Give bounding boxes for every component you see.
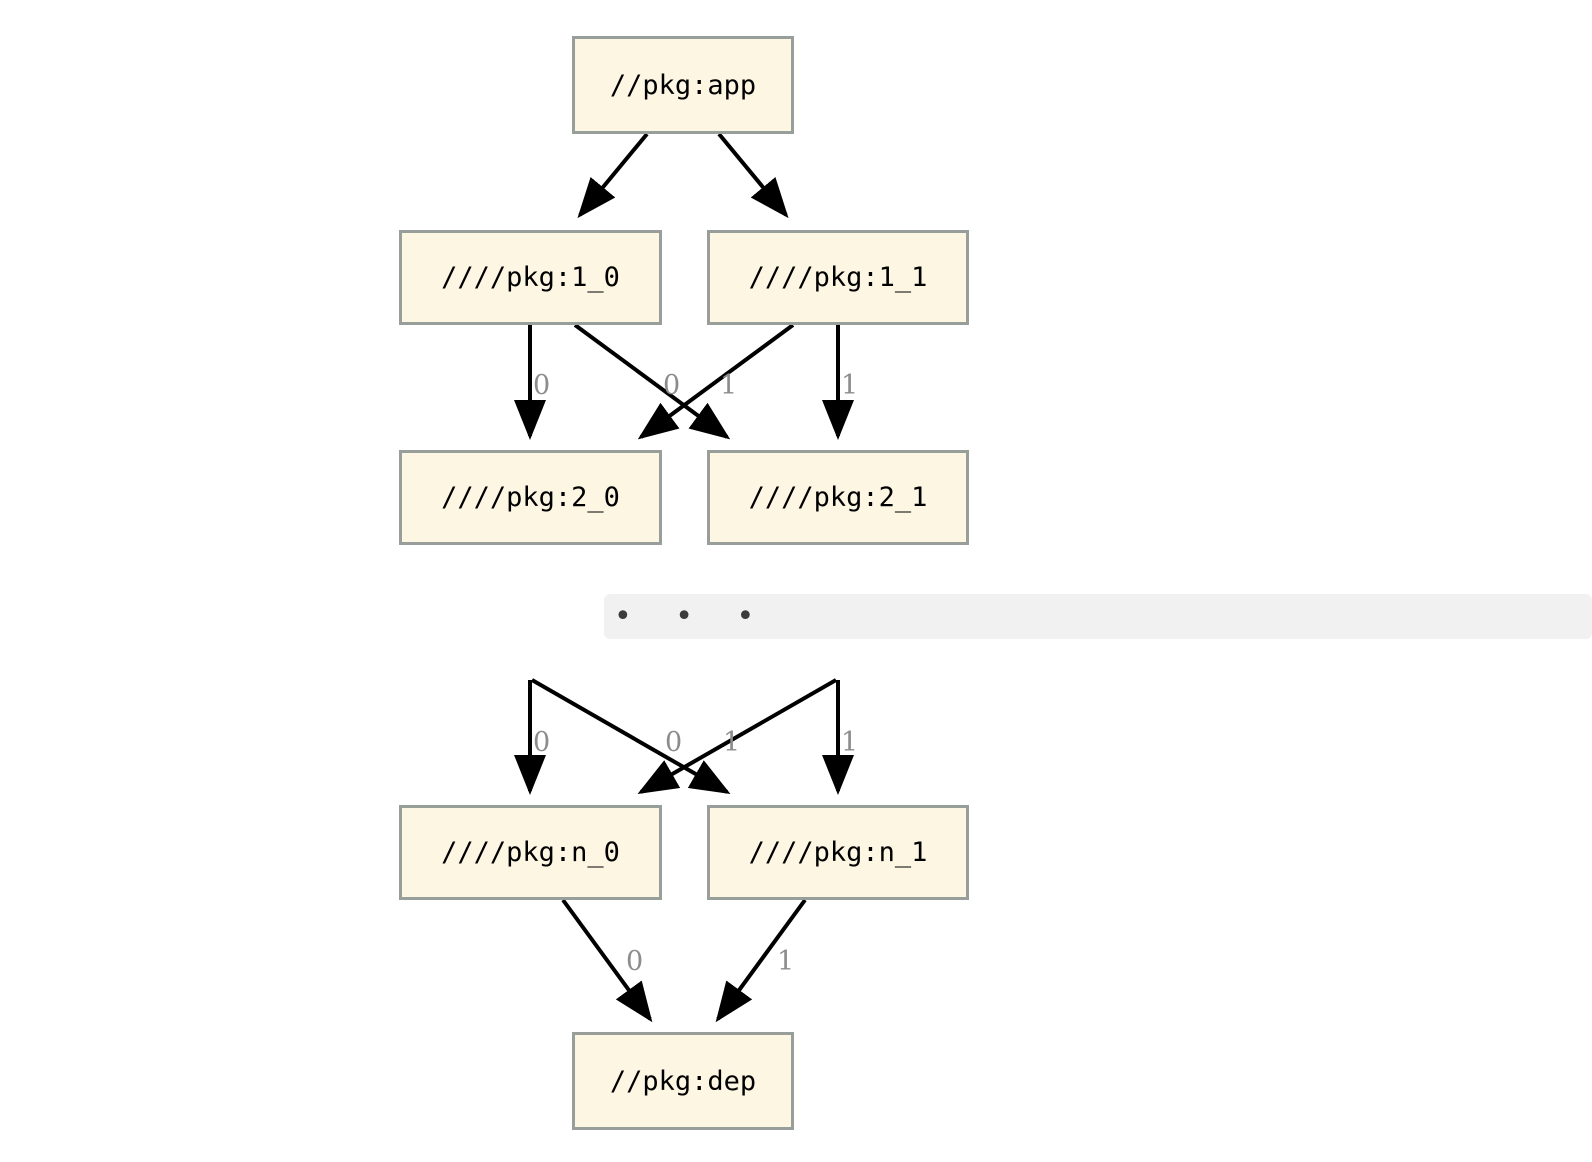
edge-label: 0 (533, 370, 551, 401)
graph-node-label: ////pkg:n_0 (441, 837, 620, 868)
edge-label: 1 (841, 370, 859, 401)
edge-label: 1 (723, 727, 741, 758)
graph-edge (531, 678, 731, 794)
edge-label: 0 (663, 370, 681, 401)
graph-node-label: //pkg:dep (609, 1065, 757, 1097)
graph-node-nn_1[interactable]: ////pkg:n_1 (707, 805, 969, 900)
edge-label: 0 (665, 727, 683, 758)
graph-edge (637, 678, 837, 794)
edge-path-group (514, 132, 854, 1023)
graph-edge (715, 898, 807, 1023)
graph-node-nn_0[interactable]: ////pkg:n_0 (399, 805, 662, 900)
edge-label: 1 (777, 946, 795, 977)
graph-node-label: ////pkg:1_0 (441, 262, 620, 293)
ellipsis-dots: • • • (614, 599, 772, 634)
graph-edge (637, 323, 795, 440)
graph-edge (561, 898, 653, 1023)
graph-node-n1_0[interactable]: ////pkg:1_0 (399, 230, 662, 325)
edge-label: 1 (841, 727, 859, 758)
graph-node-label: ////pkg:1_1 (748, 262, 928, 293)
graph-node-app[interactable]: //pkg:app (572, 36, 794, 134)
graph-edge (577, 132, 649, 219)
edge-label: 0 (626, 946, 644, 977)
graph-node-label: //pkg:app (609, 69, 757, 101)
graph-node-label: ////pkg:2_1 (748, 482, 928, 513)
graph-edge (573, 323, 731, 440)
graph-node-label: ////pkg:2_0 (441, 482, 620, 513)
graph-edge (717, 132, 789, 219)
graph-node-label: ////pkg:n_1 (748, 837, 928, 868)
graph-node-dep[interactable]: //pkg:dep (572, 1032, 794, 1130)
edge-label: 1 (720, 370, 738, 401)
graph-node-n2_1[interactable]: ////pkg:2_1 (707, 450, 969, 545)
graph-node-n2_0[interactable]: ////pkg:2_0 (399, 450, 662, 545)
edge-label: 0 (533, 727, 551, 758)
ellipsis-separator: • • • (604, 594, 1592, 639)
graph-node-n1_1[interactable]: ////pkg:1_1 (707, 230, 969, 325)
